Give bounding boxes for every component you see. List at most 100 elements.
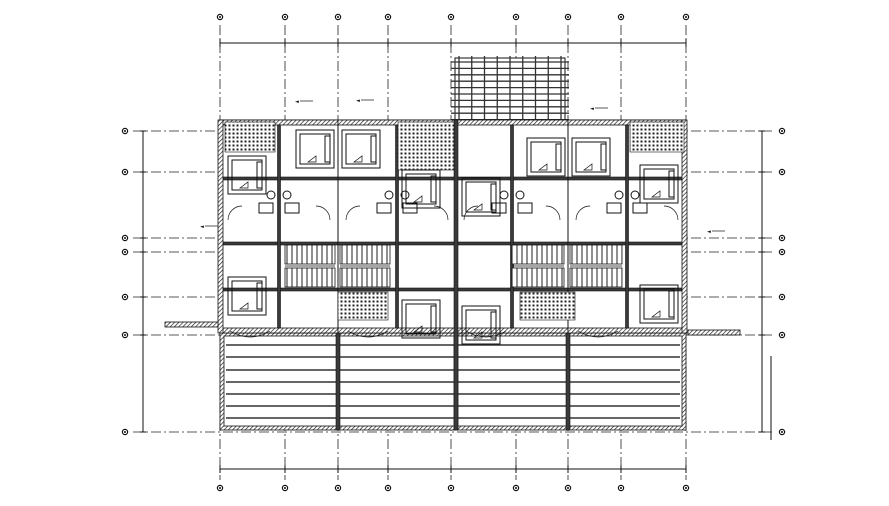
grid-bubble-dot bbox=[450, 487, 452, 489]
grid-bubble-dot bbox=[620, 487, 622, 489]
stair-flight bbox=[511, 267, 565, 288]
party-wall bbox=[395, 124, 399, 329]
bedroom-rug bbox=[227, 155, 267, 195]
stair-flight bbox=[511, 244, 565, 265]
annotation-tag: ◄ bbox=[707, 229, 711, 235]
toilet-fixture bbox=[282, 190, 292, 200]
grid-bubble-dot bbox=[124, 237, 126, 239]
tiled-floor bbox=[337, 291, 389, 321]
grid-bubble-dot bbox=[124, 171, 126, 173]
washroom-fixture bbox=[606, 202, 622, 214]
exterior-wall bbox=[219, 327, 339, 334]
party-wall bbox=[625, 124, 629, 329]
exterior-wall bbox=[337, 327, 457, 334]
parking-divider-wall bbox=[565, 332, 571, 431]
washroom-fixture bbox=[517, 202, 533, 214]
washroom-fixture bbox=[258, 202, 274, 214]
grid-bubble-dot bbox=[781, 130, 783, 132]
wardrobe bbox=[324, 135, 331, 163]
wardrobe bbox=[600, 143, 607, 171]
pillow-mark bbox=[412, 195, 423, 203]
pillow-mark bbox=[238, 302, 249, 310]
exterior-wall bbox=[455, 327, 569, 334]
grid-bubble-dot bbox=[284, 487, 286, 489]
door-swing bbox=[227, 205, 243, 221]
pillow-mark bbox=[650, 310, 661, 318]
pillow-mark bbox=[412, 325, 423, 333]
tiled-floor bbox=[397, 121, 455, 171]
balcony-bay bbox=[229, 330, 271, 338]
party-wall bbox=[277, 124, 281, 329]
bedroom-rug bbox=[571, 137, 611, 177]
pillow-mark bbox=[306, 155, 317, 163]
grid-bubble-dot bbox=[781, 334, 783, 336]
pillow-mark bbox=[238, 181, 249, 189]
door-swing bbox=[345, 205, 361, 221]
grid-bubble-dot bbox=[567, 487, 569, 489]
stair-flight bbox=[339, 244, 391, 265]
door-swing bbox=[545, 205, 561, 221]
grid-bubble-dot bbox=[124, 334, 126, 336]
balcony-bay bbox=[347, 330, 389, 338]
door-swing bbox=[575, 205, 591, 221]
stair-flight bbox=[569, 244, 623, 265]
bedroom-rug bbox=[341, 129, 381, 169]
balcony-bay bbox=[577, 330, 619, 338]
pillow-mark bbox=[537, 163, 548, 171]
wardrobe bbox=[668, 170, 675, 198]
stair-flight bbox=[284, 244, 336, 265]
grid-bubble-dot bbox=[124, 251, 126, 253]
grid-bubbles bbox=[121, 13, 786, 492]
balcony-bay bbox=[465, 330, 507, 338]
washroom-fixture bbox=[284, 202, 300, 214]
grid-bubble-dot bbox=[337, 16, 339, 18]
tiled-floor bbox=[629, 121, 685, 153]
bedroom-rug bbox=[227, 276, 267, 316]
grid-bubble-dot bbox=[620, 16, 622, 18]
bedroom-rug bbox=[461, 305, 501, 345]
party-wall bbox=[510, 124, 514, 329]
grid-bubble-dot bbox=[781, 296, 783, 298]
wardrobe bbox=[256, 161, 263, 189]
bedroom-rug bbox=[401, 299, 441, 339]
grid-bubble-dot bbox=[219, 16, 221, 18]
grid-bubble-dot bbox=[219, 487, 221, 489]
parking-divider-wall bbox=[335, 332, 341, 431]
grid-bubble-dot bbox=[124, 296, 126, 298]
annotations: ◄◄◄◄◄ bbox=[200, 98, 725, 235]
grid-bubble-dot bbox=[450, 16, 452, 18]
toilet-fixture bbox=[384, 190, 394, 200]
annotation-tag: ◄ bbox=[356, 98, 360, 104]
annotation-tag: ◄ bbox=[200, 224, 204, 230]
grid-bubble-dot bbox=[124, 130, 126, 132]
unit-a-left bbox=[219, 119, 339, 338]
grid-bubble-dot bbox=[781, 431, 783, 433]
exterior-wall bbox=[455, 119, 569, 126]
grid-bubble-dot bbox=[284, 16, 286, 18]
pillow-mark bbox=[650, 190, 661, 198]
washroom-fixture bbox=[376, 202, 392, 214]
bedroom-rug bbox=[401, 169, 441, 209]
bedroom-rug bbox=[295, 129, 335, 169]
stair-flight bbox=[339, 267, 391, 288]
pergola bbox=[451, 56, 569, 129]
wardrobe bbox=[490, 183, 497, 211]
grid-bubble-dot bbox=[387, 487, 389, 489]
grid-bubble-dot bbox=[567, 16, 569, 18]
grid-bubble-dot bbox=[387, 16, 389, 18]
wardrobe bbox=[430, 305, 437, 333]
wardrobe bbox=[430, 175, 437, 203]
tiled-areas bbox=[224, 121, 685, 321]
grid-bubble-dot bbox=[781, 237, 783, 239]
annotation-tag: ◄ bbox=[295, 99, 299, 105]
washroom-fixture bbox=[491, 202, 507, 214]
grid-bubble-dot bbox=[515, 16, 517, 18]
pillow-mark bbox=[472, 331, 483, 339]
grid-bubble-dot bbox=[515, 487, 517, 489]
grid-bubble-dot bbox=[337, 487, 339, 489]
door-swing bbox=[433, 205, 449, 221]
grid-bubble-dot bbox=[685, 487, 687, 489]
bedroom-rug bbox=[526, 137, 566, 177]
